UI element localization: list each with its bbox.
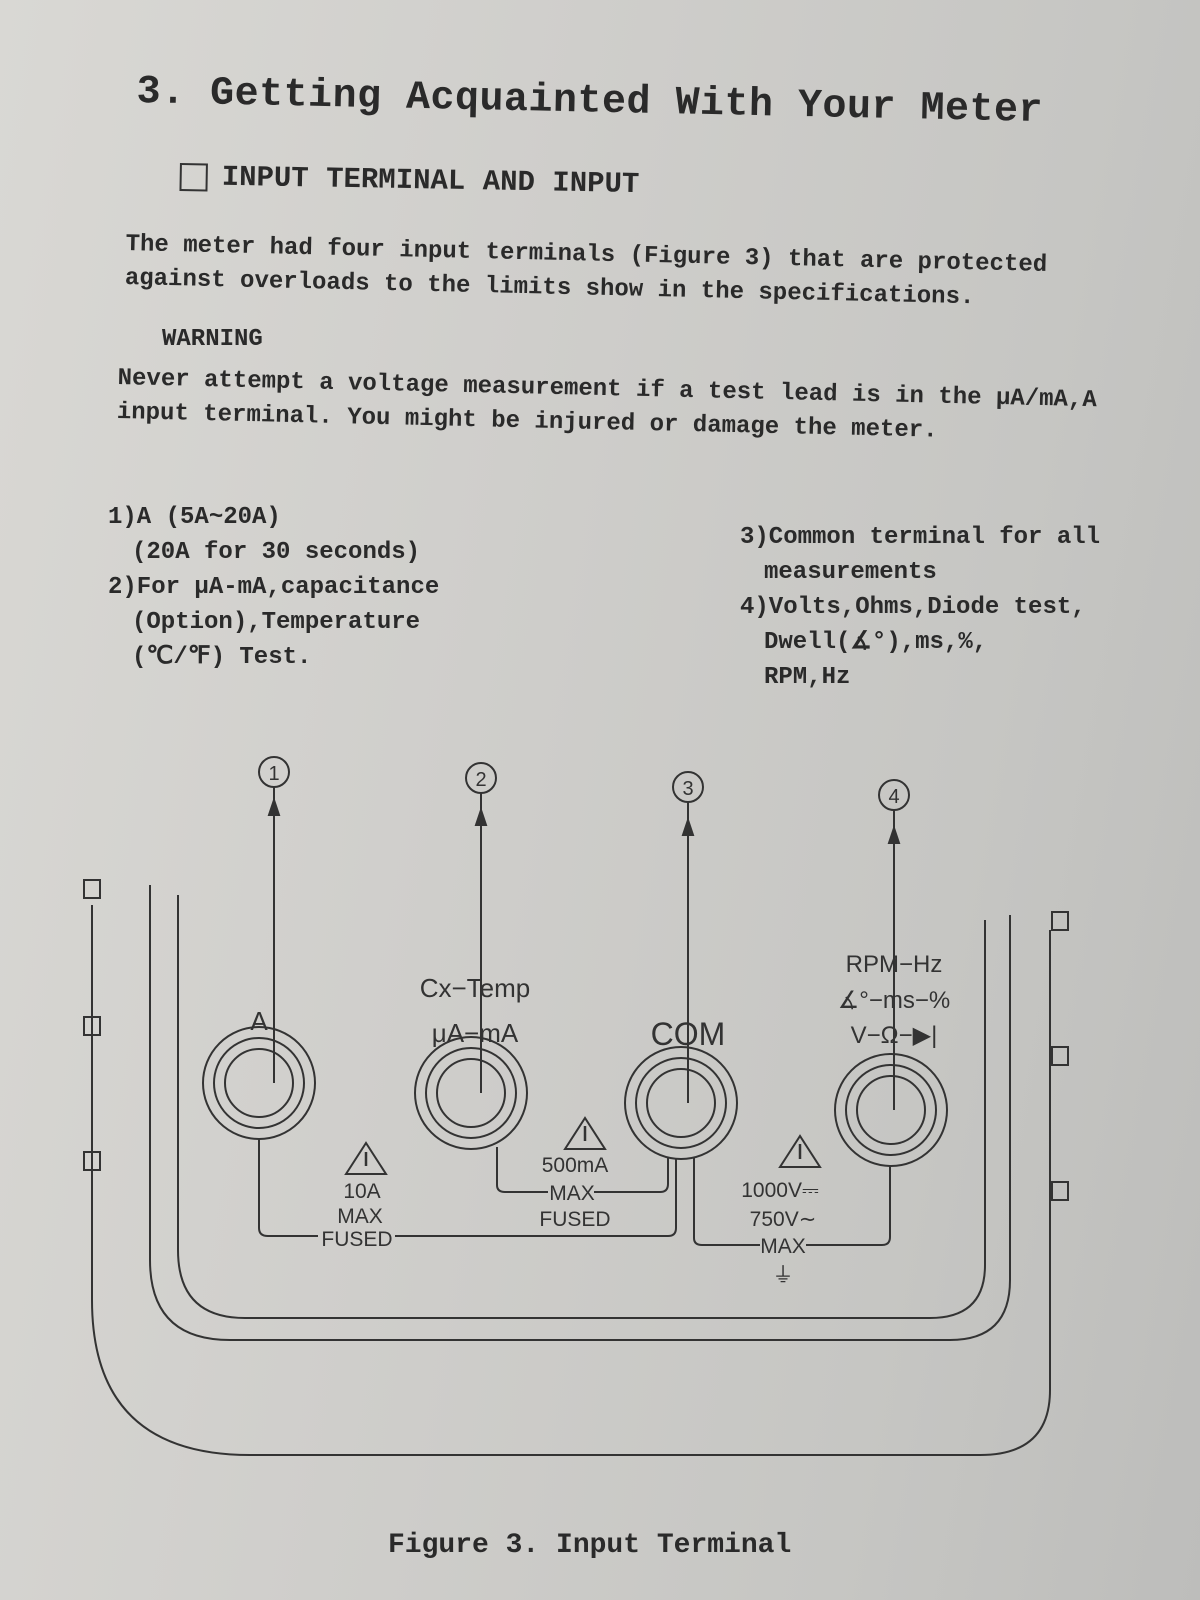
list-item: 3)Common terminal for all [740,524,1101,551]
callout-number: 4 [888,786,899,808]
callout-number: 1 [268,763,279,785]
list-item: (℃/℉) Test. [132,644,312,671]
warning-triangle-icon [778,1134,822,1168]
callout-number: 3 [682,778,693,800]
terminal-label-v-ohm-diode: V−Ω−▶| [851,1022,938,1049]
rating-text: 10A [343,1180,380,1203]
rating-text: FUSED [539,1208,610,1231]
rating-text: 500mA [542,1154,609,1177]
figure-caption: Figure 3. Input Terminal [388,1530,792,1561]
terminal-v-ohm [834,1053,948,1167]
list-item: 1)A (5A~20A) [108,504,281,531]
list-item: (Option),Temperature [132,609,421,636]
terminal-label-ua-ma: μA−mA [432,1018,519,1048]
terminal-label-cx-temp: Cx−Temp [420,973,531,1003]
housing-mid [149,885,1011,1341]
warning-heading: WARNING [162,326,263,353]
rating-text: MAX [549,1182,595,1205]
housing-outer [91,905,1051,1456]
ground-icon: ⏚ [773,1264,794,1287]
terminal-label-a: A [250,1006,268,1036]
rating-text: MAX [760,1235,806,1258]
rating-text: 750V∼ [750,1208,817,1231]
list-item: (20A for 30 seconds) [132,539,421,566]
rating-text: FUSED [321,1228,392,1251]
list-item: Dwell(∡°),ms,%, [764,629,988,656]
terminal-a [202,1026,316,1140]
warning-triangle-icon [344,1141,388,1175]
list-item: RPM,Hz [764,664,851,691]
list-item: 2)For μA-mA,capacitance [108,574,440,601]
callout-4: 4 [878,779,910,1110]
list-item: measurements [764,559,937,586]
terminal-com [624,1046,738,1160]
housing-inner [177,895,986,1319]
terminal-list-right: 3)Common terminal for all measurements 4… [740,520,1100,695]
terminal-label-dwell: ∡°−ms−% [838,987,950,1014]
housing-tabs [83,879,1069,1201]
list-item: 4)Volts,Ohms,Diode test, [740,594,1086,621]
fuse-wire-1 [258,1139,677,1237]
callout-number: 2 [475,769,486,791]
callout-3: 3 [672,771,704,1103]
terminal-ua-ma [414,1036,528,1150]
terminal-label-com: COM [651,1016,726,1052]
rating-text: MAX [337,1205,383,1228]
callout-1: 1 [258,756,290,1083]
callout-2: 2 [465,762,497,1093]
rating-text: 1000V⎓ [741,1179,819,1202]
terminal-label-rpm-hz: RPM−Hz [846,951,943,978]
fuse-wire-3 [693,1158,891,1246]
fuse-wire-2 [496,1147,669,1193]
terminal-list-left: 1)A (5A~20A) (20A for 30 seconds) 2)For … [108,500,439,675]
warning-triangle-icon [563,1116,607,1150]
